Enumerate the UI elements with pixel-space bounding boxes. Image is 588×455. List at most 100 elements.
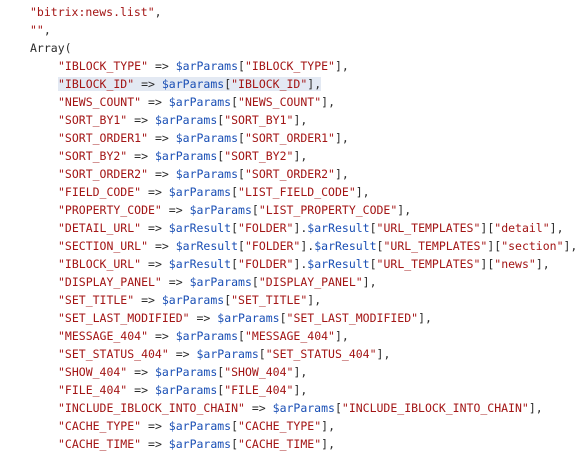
punctuation-token: [ bbox=[217, 113, 225, 127]
punctuation-token: ], bbox=[397, 203, 412, 217]
punctuation-token: ], bbox=[355, 185, 370, 199]
variable-token: $arParams bbox=[168, 437, 232, 451]
punctuation-token: [ bbox=[231, 419, 239, 433]
code-line: "SORT_ORDER1" => $arParams["SORT_ORDER1"… bbox=[58, 129, 349, 147]
string-token: "URL_TEMPLATES" bbox=[376, 221, 481, 235]
punctuation-token: [ bbox=[231, 437, 239, 451]
punctuation-token: ], bbox=[334, 131, 349, 145]
string-token: "news" bbox=[494, 257, 536, 271]
string-token: "FOLDER" bbox=[244, 239, 301, 253]
punctuation-token: ], bbox=[418, 311, 432, 325]
string-token: "DETAIL_URL" bbox=[58, 221, 142, 235]
punctuation-token: , bbox=[43, 23, 51, 37]
string-token: "SORT_BY1" bbox=[224, 113, 294, 127]
code-line: "INCLUDE_IBLOCK_INTO_CHAIN" => $arParams… bbox=[58, 399, 543, 417]
code-line: Array( bbox=[30, 39, 72, 57]
punctuation-token: ], bbox=[334, 167, 349, 181]
code-line: "IBLOCK_URL" => $arResult["FOLDER"].$arR… bbox=[58, 255, 550, 273]
string-token: "NEWS_COUNT" bbox=[238, 95, 322, 109]
string-token: "SET_STATUS_404" bbox=[58, 347, 169, 361]
punctuation-token: ], bbox=[535, 257, 550, 271]
string-token: "PROPERTY_CODE" bbox=[58, 203, 162, 217]
punctuation-token: [ bbox=[369, 221, 377, 235]
variable-token: $arParams bbox=[168, 95, 232, 109]
string-token: "INCLUDE_IBLOCK_INTO_CHAIN" bbox=[341, 401, 529, 415]
punctuation-token: => bbox=[141, 419, 169, 433]
string-token: "SORT_ORDER1" bbox=[244, 131, 335, 145]
punctuation-token: [ bbox=[279, 311, 287, 325]
string-token: "URL_TEMPLATES" bbox=[383, 239, 488, 253]
punctuation-token: [ bbox=[238, 329, 245, 343]
variable-token: $arResult bbox=[168, 221, 232, 235]
punctuation-token: ], bbox=[563, 239, 578, 253]
string-token: "SORT_BY2" bbox=[224, 149, 294, 163]
punctuation-token: ], bbox=[321, 437, 335, 451]
code-text: "", bbox=[30, 23, 51, 37]
string-token: "FILE_404" bbox=[224, 383, 294, 397]
punctuation-token: [ bbox=[231, 185, 239, 199]
punctuation-token: [ bbox=[376, 239, 384, 253]
punctuation-token: => bbox=[148, 131, 176, 145]
string-token: "FIELD_CODE" bbox=[58, 185, 142, 199]
punctuation-token: => bbox=[141, 95, 169, 109]
highlighted-code-text: "IBLOCK_ID" => $arParams["IBLOCK_ID"], bbox=[58, 77, 322, 91]
code-text: "DISPLAY_PANEL" => $arParams["DISPLAY_PA… bbox=[58, 275, 377, 289]
punctuation-token: => bbox=[161, 275, 190, 289]
string-token: "URL_TEMPLATES" bbox=[376, 257, 481, 271]
punctuation-token: ], bbox=[376, 347, 391, 361]
code-line: "IBLOCK_TYPE" => $arParams["IBLOCK_TYPE"… bbox=[58, 57, 349, 75]
punctuation-token: ], bbox=[321, 95, 335, 109]
code-text: "SECTION_URL" => $arResult["FOLDER"].$ar… bbox=[58, 239, 577, 253]
punctuation-token: => bbox=[127, 365, 155, 379]
code-text: "SHOW_404" => $arParams["SHOW_404"], bbox=[58, 365, 307, 379]
string-token: "SET_TITLE" bbox=[231, 293, 308, 307]
variable-token: $arParams bbox=[175, 167, 239, 181]
code-line: "SET_LAST_MODIFIED" => $arParams["SET_LA… bbox=[58, 309, 432, 327]
punctuation-token: ]. bbox=[293, 221, 308, 235]
string-token: "IBLOCK_TYPE" bbox=[244, 59, 335, 73]
code-text: "SORT_BY1" => $arParams["SORT_BY1"], bbox=[58, 113, 307, 127]
punctuation-token: => bbox=[244, 401, 273, 415]
code-text: "MESSAGE_404" => $arParams["MESSAGE_404"… bbox=[58, 329, 349, 343]
string-token: "FILE_404" bbox=[58, 383, 128, 397]
variable-token: $arResult bbox=[168, 257, 232, 271]
code-line: "SORT_BY2" => $arParams["SORT_BY2"], bbox=[58, 147, 307, 165]
punctuation-token: [ bbox=[238, 59, 245, 73]
code-text: "CACHE_TIME" => $arParams["CACHE_TIME"], bbox=[58, 437, 335, 451]
string-token: "SET_LAST_MODIFIED" bbox=[286, 311, 419, 325]
string-token: "" bbox=[30, 23, 44, 37]
code-line: "SORT_BY1" => $arParams["SORT_BY1"], bbox=[58, 111, 307, 129]
variable-token: $arParams bbox=[154, 365, 218, 379]
code-line: "FIELD_CODE" => $arParams["LIST_FIELD_CO… bbox=[58, 183, 370, 201]
code-line: "FILE_404" => $arParams["FILE_404"], bbox=[58, 381, 307, 399]
string-token: "CACHE_TIME" bbox=[58, 437, 142, 451]
punctuation-token: => bbox=[141, 257, 169, 271]
string-token: "SHOW_404" bbox=[224, 365, 294, 379]
punctuation-token: => bbox=[141, 185, 169, 199]
punctuation-token: ], bbox=[362, 275, 377, 289]
variable-token: $arParams bbox=[154, 113, 218, 127]
code-line: "DETAIL_URL" => $arResult["FOLDER"].$arR… bbox=[58, 219, 564, 237]
code-line: "CACHE_TIME" => $arParams["CACHE_TIME"], bbox=[58, 435, 335, 453]
punctuation-token: [ bbox=[217, 383, 225, 397]
punctuation-token: => bbox=[127, 113, 155, 127]
string-token: "SORT_ORDER2" bbox=[58, 167, 149, 181]
code-line: "", bbox=[30, 21, 51, 39]
punctuation-token: => bbox=[168, 347, 197, 361]
code-line: "bitrix:news.list", bbox=[30, 3, 162, 21]
string-token: "IBLOCK_URL" bbox=[58, 257, 142, 271]
string-token: "SET_TITLE" bbox=[58, 293, 135, 307]
punctuation-token: ], bbox=[293, 113, 308, 127]
punctuation-token: ][ bbox=[480, 221, 495, 235]
variable-token: $arResult bbox=[314, 239, 377, 253]
punctuation-token: ]. bbox=[300, 239, 315, 253]
code-line: "SECTION_URL" => $arResult["FOLDER"].$ar… bbox=[58, 237, 577, 255]
punctuation-token: [ bbox=[238, 131, 245, 145]
punctuation-token: ], bbox=[321, 419, 335, 433]
code-text: "INCLUDE_IBLOCK_INTO_CHAIN" => $arParams… bbox=[58, 401, 543, 415]
variable-token: $arParams bbox=[175, 131, 239, 145]
string-token: "CACHE_TYPE" bbox=[238, 419, 322, 433]
punctuation-token: => bbox=[148, 59, 176, 73]
string-token: "SHOW_404" bbox=[58, 365, 128, 379]
